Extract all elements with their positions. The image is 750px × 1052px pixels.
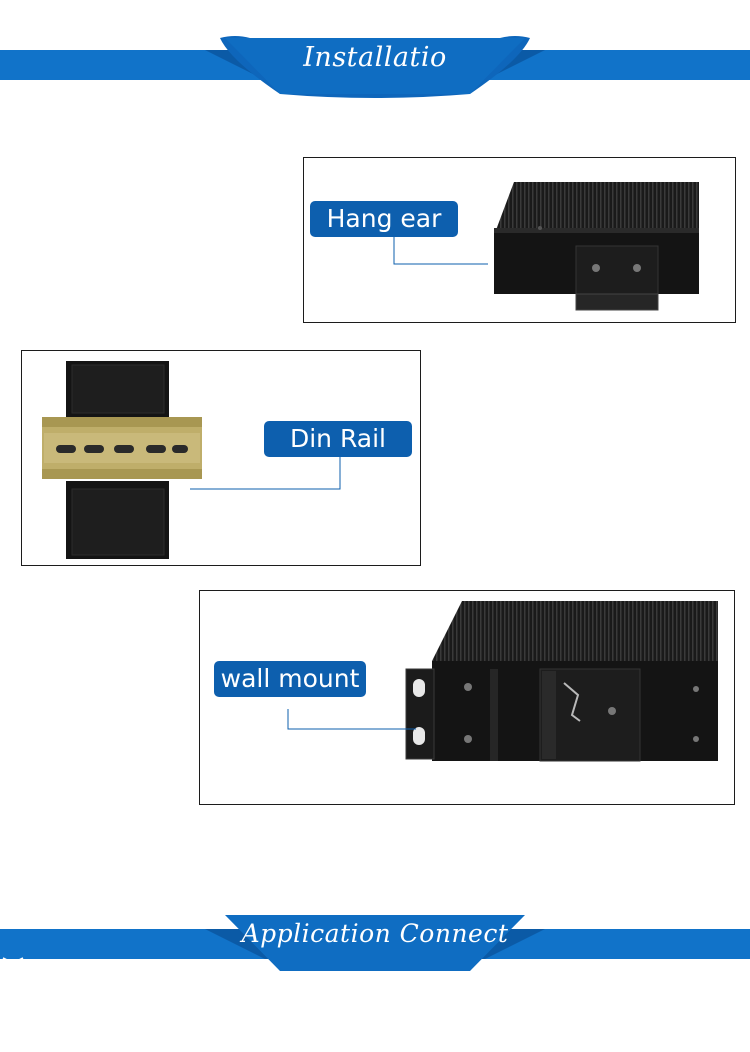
banner-ribbon — [0, 915, 750, 971]
installation-title: Installatio — [303, 42, 447, 73]
double-chevron-down-icon — [2, 81, 24, 93]
application-banner: Application Connect — [0, 909, 750, 979]
hang-ear-leader-line — [393, 237, 488, 265]
application-title: Application Connect — [241, 919, 509, 948]
wall-mount-panel: wall mount — [199, 590, 735, 805]
din-rail-device-image — [42, 361, 202, 559]
din-rail-panel: Din Rail — [21, 350, 421, 566]
wall-mount-device-image — [405, 601, 718, 762]
din-rail-leader-line — [190, 457, 341, 490]
banner-ribbon — [0, 36, 750, 98]
double-chevron-down-icon — [2, 957, 24, 969]
wall-mount-label: wall mount — [214, 661, 366, 697]
din-rail-label: Din Rail — [264, 421, 412, 457]
hang-ear-panel: Hang ear — [303, 157, 736, 323]
hang-ear-label: Hang ear — [310, 201, 458, 237]
hang-ear-device-image — [494, 182, 699, 311]
installation-banner: Installatio — [0, 30, 750, 100]
wall-mount-leader-line — [287, 709, 416, 730]
